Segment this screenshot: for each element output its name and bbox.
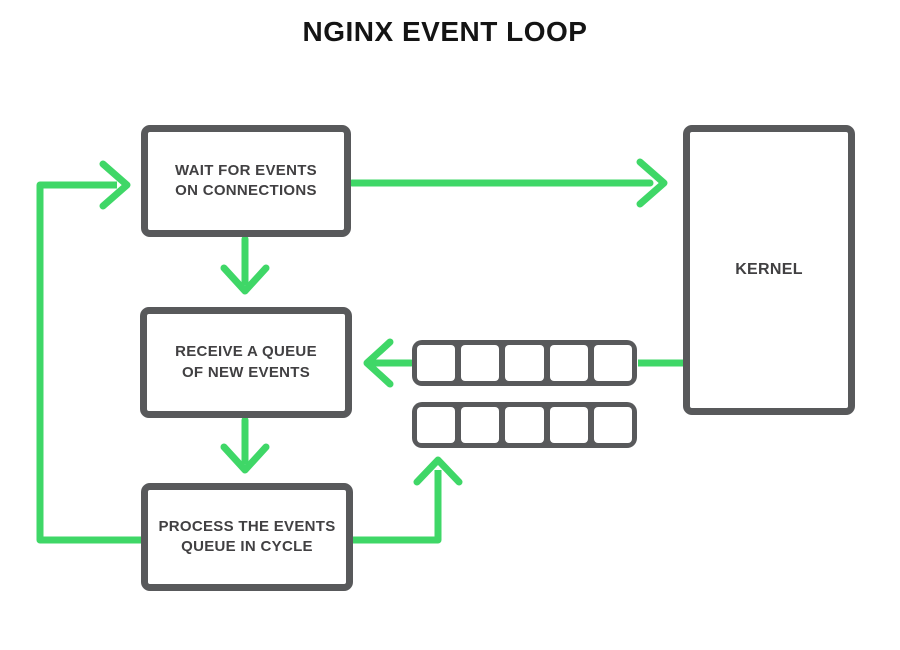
queue-cell: [417, 345, 456, 381]
node-receive-label: RECEIVE A QUEUE OF NEW EVENTS: [175, 343, 317, 381]
node-kernel: KERNEL: [683, 125, 855, 415]
queue-cell: [505, 345, 544, 381]
node-wait-for-events: WAIT FOR EVENTS ON CONNECTIONS: [141, 125, 351, 237]
node-wait-label: WAIT FOR EVENTS ON CONNECTIONS: [174, 161, 317, 199]
page-title: NGINX EVENT LOOP: [302, 16, 588, 47]
arrowhead-process-to-wait: [99, 160, 131, 210]
queue-cell: [549, 407, 588, 443]
arrowhead-wait-to-kernel: [636, 158, 668, 208]
event-queue-row-1: [412, 340, 637, 386]
arrowhead-wait-to-receive: [220, 264, 270, 295]
arrowhead-process-to-queue2: [413, 456, 463, 486]
queue-cell: [417, 407, 456, 443]
queue-cell: [593, 345, 633, 381]
node-kernel-label: KERNEL: [735, 261, 803, 279]
queue-cell: [461, 407, 500, 443]
queue-cell: [549, 345, 588, 381]
queue-cell: [593, 407, 633, 443]
arrowhead-queue1-to-receive: [363, 338, 394, 388]
queue-cell: [461, 345, 500, 381]
arrow-process-to-wait: [36, 181, 141, 544]
queue-cell: [505, 407, 544, 443]
arrow-process-to-queue2: [353, 470, 442, 544]
node-receive-queue: RECEIVE A QUEUE OF NEW EVENTS: [140, 307, 352, 418]
event-queue-row-2: [412, 402, 637, 448]
node-process-label: PROCESS THE EVENTS QUEUE IN CYCLE: [158, 517, 336, 555]
arrowhead-receive-to-process: [220, 443, 270, 474]
node-process-events: PROCESS THE EVENTS QUEUE IN CYCLE: [141, 483, 353, 591]
